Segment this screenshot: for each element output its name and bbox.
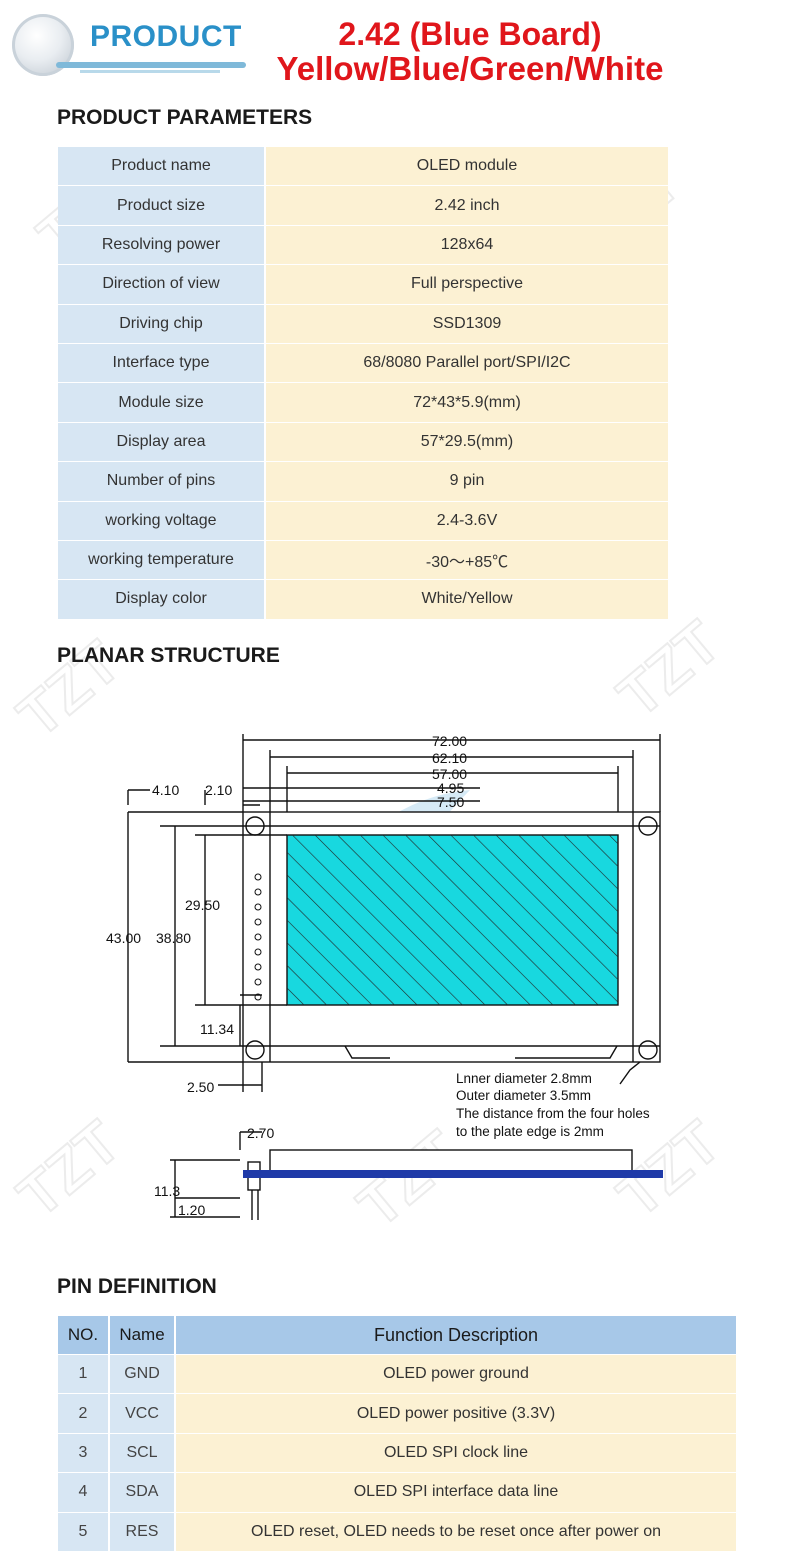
pin-number: 4 bbox=[58, 1473, 110, 1512]
pin-name: SCL bbox=[110, 1433, 176, 1473]
param-value: 57*29.5(mm) bbox=[266, 422, 668, 462]
dim-2-50: 2.50 bbox=[187, 1079, 214, 1095]
header-no: NO. bbox=[58, 1316, 110, 1354]
param-label: Module size bbox=[58, 383, 266, 422]
param-label: working temperature bbox=[58, 540, 266, 580]
param-label: Interface type bbox=[58, 343, 266, 383]
page-title-line2: Yellow/Blue/Green/White bbox=[276, 50, 664, 87]
pin-table-header: NO. Name Function Description bbox=[58, 1316, 736, 1354]
param-label: Display area bbox=[58, 422, 266, 462]
pin-number: 5 bbox=[58, 1512, 110, 1551]
pin-name: SDA bbox=[110, 1473, 176, 1512]
param-label: working voltage bbox=[58, 501, 266, 540]
logo-underline bbox=[56, 62, 246, 68]
param-value: 2.42 inch bbox=[266, 186, 668, 225]
pcb-side-view bbox=[243, 1170, 663, 1178]
pin-number: 1 bbox=[58, 1355, 110, 1394]
dim-72: 72.00 bbox=[432, 733, 467, 749]
pin-function: OLED power positive (3.3V) bbox=[176, 1394, 736, 1433]
dim-29-50: 29.50 bbox=[185, 897, 220, 913]
dim-62: 62.10 bbox=[432, 750, 467, 766]
param-label: Number of pins bbox=[58, 462, 266, 501]
param-value: 72*43*5.9(mm) bbox=[266, 383, 668, 422]
pin-function: OLED SPI clock line bbox=[176, 1433, 736, 1473]
param-label: Product size bbox=[58, 186, 266, 225]
param-value: Full perspective bbox=[266, 265, 668, 304]
dim-4-10: 4.10 bbox=[152, 782, 179, 798]
page-title-line1: 2.42 (Blue Board) bbox=[338, 16, 602, 52]
pin-name: GND bbox=[110, 1355, 176, 1394]
param-value: 128x64 bbox=[266, 225, 668, 265]
param-value: SSD1309 bbox=[266, 304, 668, 343]
header-function: Function Description bbox=[176, 1316, 736, 1354]
note-hole-distance-1: The distance from the four holes bbox=[456, 1106, 650, 1121]
param-value: OLED module bbox=[266, 147, 668, 186]
param-value: 2.4-3.6V bbox=[266, 501, 668, 540]
dim-2-10: 2.10 bbox=[205, 782, 232, 798]
pin-function: OLED power ground bbox=[176, 1355, 736, 1394]
pin-number: 3 bbox=[58, 1433, 110, 1473]
planar-structure-drawing: 72.00 62.10 57.00 4.95 7.50 4.10 2.10 29… bbox=[106, 733, 663, 1220]
param-value: 68/8080 Parallel port/SPI/I2C bbox=[266, 343, 668, 383]
pin-name: RES bbox=[110, 1512, 176, 1551]
param-label: Driving chip bbox=[58, 304, 266, 343]
header-name: Name bbox=[110, 1316, 176, 1354]
param-value: White/Yellow bbox=[266, 580, 668, 619]
dim-2-70: 2.70 bbox=[247, 1125, 274, 1141]
param-label: Product name bbox=[58, 147, 266, 186]
dim-11-3: 11.3 bbox=[154, 1183, 180, 1199]
planar-section-title: PLANAR STRUCTURE bbox=[57, 644, 280, 667]
param-label: Display color bbox=[58, 580, 266, 619]
dim-43-00: 43.00 bbox=[106, 930, 141, 946]
param-value: 9 pin bbox=[266, 462, 668, 501]
pin-number: 2 bbox=[58, 1394, 110, 1433]
param-row: working temperature-30～+85℃ bbox=[58, 540, 668, 581]
pin-function: OLED SPI interface data line bbox=[176, 1473, 736, 1512]
dim-11-34: 11.34 bbox=[200, 1021, 234, 1037]
dim-38-80: 38.80 bbox=[156, 930, 191, 946]
param-value: -30～+85℃ bbox=[266, 540, 668, 580]
pin-name: VCC bbox=[110, 1394, 176, 1433]
dim-4-95: 4.95 bbox=[437, 780, 464, 796]
dim-1-20: 1.20 bbox=[178, 1202, 205, 1218]
note-outer-diameter: Outer diameter 3.5mm bbox=[456, 1088, 591, 1103]
dim-7-50: 7.50 bbox=[437, 794, 464, 810]
note-inner-diameter: Lnner diameter 2.8mm bbox=[456, 1071, 592, 1086]
logo-underline-secondary bbox=[80, 70, 220, 73]
product-logo-text: PRODUCT bbox=[90, 20, 242, 53]
pin-section-title: PIN DEFINITION bbox=[57, 1275, 217, 1298]
param-label: Resolving power bbox=[58, 225, 266, 265]
pin-function: OLED reset, OLED needs to be reset once … bbox=[176, 1512, 736, 1551]
params-section-title: PRODUCT PARAMETERS bbox=[57, 106, 313, 129]
note-hole-distance-2: to the plate edge is 2mm bbox=[456, 1124, 604, 1139]
dim-57: 57.00 bbox=[432, 766, 467, 782]
param-label: Direction of view bbox=[58, 265, 266, 304]
